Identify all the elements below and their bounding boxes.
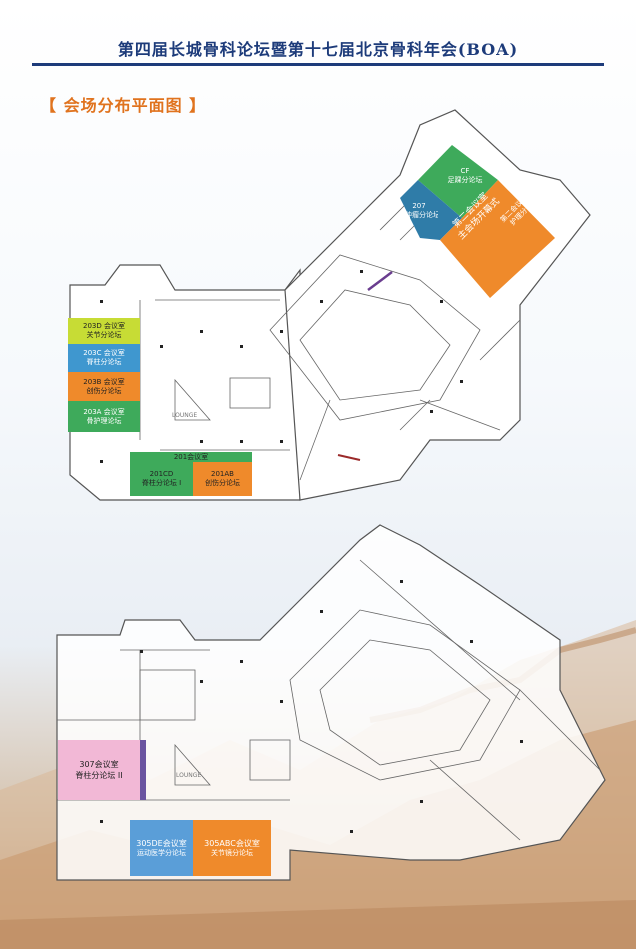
room-201ab-name: 201AB [211, 470, 234, 478]
room-main-hall-shape [440, 180, 555, 298]
room-203b-forum: 创伤分论坛 [86, 386, 122, 395]
room-307-name: 307会议室 [79, 760, 119, 769]
room-203c-name: 203C 会议室 [83, 349, 125, 357]
floor3-lounge-label: LOUNGE [176, 772, 202, 779]
floor2-lounge-label: LOUNGE [172, 412, 198, 419]
room-305abc[interactable]: 305ABC会议室 关节镜分论坛 [193, 820, 271, 876]
room-cf[interactable]: CF 足踝分论坛 [440, 165, 490, 187]
page-title: 第四届长城骨科论坛暨第十七届北京骨科年会(BOA) [117, 40, 519, 59]
section-title: 【 会场分布平面图 】 [40, 96, 207, 115]
room-201ab[interactable]: 201AB 创伤分论坛 [193, 462, 252, 496]
header-divider [32, 63, 604, 66]
room-201-name: 201会议室 [173, 452, 209, 461]
room-203c[interactable]: 203C 会议室 脊柱分论坛 [68, 344, 140, 372]
room-305de-forum: 运动医学分论坛 [137, 849, 186, 857]
room-203d-name: 203D 会议室 [83, 322, 125, 330]
room-201cd[interactable]: 201CD 脊柱分论坛 I [130, 462, 193, 496]
room-305de[interactable]: 305DE会议室 运动医学分论坛 [130, 820, 193, 876]
room-201-header: 201会议室 [130, 452, 252, 462]
room-207-name: 207 [412, 202, 426, 210]
room-207[interactable]: 207 骨肿瘤分论坛 [400, 200, 438, 222]
room-203d[interactable]: 203D 会议室 关节分论坛 [68, 318, 140, 344]
room-307[interactable]: 307会议室 脊柱分论坛 II [58, 740, 146, 800]
room-203b-name: 203B 会议室 [83, 377, 125, 386]
room-cf-shape [418, 145, 498, 218]
room-201ab-forum: 创伤分论坛 [205, 479, 240, 487]
room-207-forum: 骨肿瘤分论坛 [400, 211, 438, 219]
room-203a-name: 203A 会议室 [83, 407, 125, 416]
room-305abc-name: 305ABC会议室 [204, 839, 260, 848]
room-305de-name: 305DE会议室 [136, 839, 187, 848]
room-203d-forum: 关节分论坛 [86, 331, 122, 339]
room-305abc-forum: 关节镜分论坛 [211, 849, 253, 857]
room-201cd-forum: 脊柱分论坛 I [141, 479, 182, 487]
room-203c-forum: 脊柱分论坛 [86, 358, 122, 366]
room-203b[interactable]: 203B 会议室 创伤分论坛 [68, 372, 140, 401]
room-cf-name: CF [460, 167, 470, 175]
room-203a[interactable]: 203A 会议室 骨护理论坛 [68, 401, 140, 432]
room-201cd-name: 201CD [149, 470, 174, 478]
room-203a-forum: 骨护理论坛 [86, 416, 122, 425]
room-307-forum: 脊柱分论坛 II [75, 771, 123, 780]
room-207-shape [400, 180, 462, 240]
room-cf-forum: 足踝分论坛 [447, 176, 483, 184]
